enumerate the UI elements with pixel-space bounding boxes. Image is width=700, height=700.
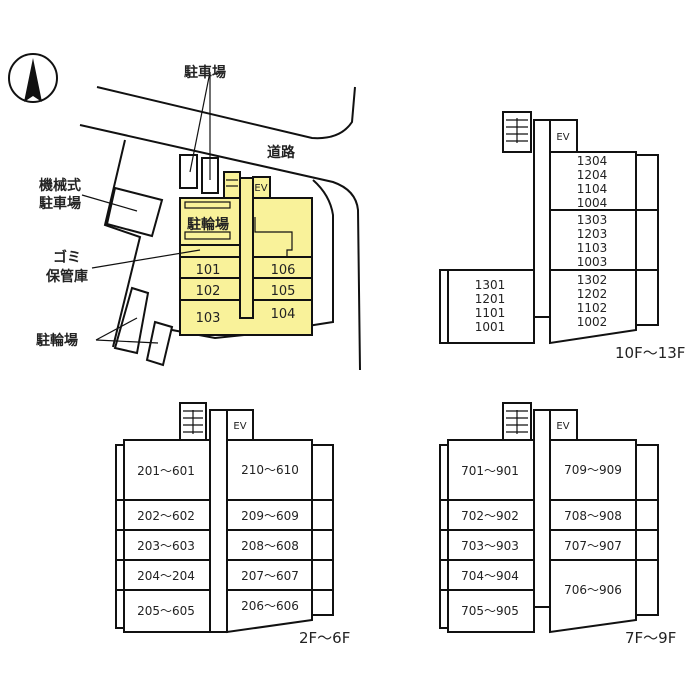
unit-label: 1303 bbox=[577, 213, 608, 227]
site-plan bbox=[79, 71, 361, 371]
label-road: 道路 bbox=[267, 144, 296, 161]
unit-label: 104 bbox=[271, 307, 296, 322]
unit-label: 1004 bbox=[577, 196, 608, 210]
unit-label: 1002 bbox=[577, 315, 608, 329]
label-ev: EV bbox=[233, 421, 246, 432]
bike-rack bbox=[145, 320, 174, 367]
unit-label: 106 bbox=[271, 263, 296, 278]
unit-label: 205～605 bbox=[137, 604, 195, 618]
unit-label: 208～608 bbox=[241, 539, 299, 553]
label-mechanical-parking: 機械式 bbox=[39, 177, 81, 194]
unit-label: 204～204 bbox=[137, 569, 195, 583]
unit-label: 1201 bbox=[475, 292, 506, 306]
corridor bbox=[209, 409, 228, 633]
unit-label: 201～601 bbox=[137, 464, 195, 478]
label-bike-parking: 駐輪場 bbox=[36, 332, 78, 349]
unit-label: 102 bbox=[196, 284, 221, 299]
label-garbage: 保管庫 bbox=[45, 268, 88, 285]
unit-label: 703～903 bbox=[461, 539, 519, 553]
label-parking: 駐車場 bbox=[184, 64, 226, 81]
unit-label: 707～907 bbox=[564, 539, 622, 553]
unit-label: 1301 bbox=[475, 278, 506, 292]
unit-label: 1204 bbox=[577, 168, 608, 182]
floor-label: 7F～9F bbox=[625, 629, 676, 647]
unit-label: 704～904 bbox=[461, 569, 519, 583]
unit-label: 207～607 bbox=[241, 569, 299, 583]
unit-label: 1202 bbox=[577, 287, 608, 301]
unit-label: 103 bbox=[196, 311, 221, 326]
unit-label: 209～609 bbox=[241, 509, 299, 523]
floor-label: 10F～13F bbox=[615, 344, 685, 362]
label-ev: EV bbox=[556, 421, 569, 432]
unit-label: 1001 bbox=[475, 320, 506, 334]
north-arrow-icon bbox=[8, 53, 58, 103]
unit-label: 1101 bbox=[475, 306, 506, 320]
mechanical-parking-box bbox=[105, 186, 164, 238]
stairs bbox=[223, 171, 241, 199]
floor-label: 2F～6F bbox=[299, 629, 350, 647]
unit-label: 706～906 bbox=[564, 583, 622, 597]
unit-label: 708～908 bbox=[564, 509, 622, 523]
unit-label: 709～909 bbox=[564, 463, 622, 477]
unit-label: 1102 bbox=[577, 301, 608, 315]
unit-label: 210～610 bbox=[241, 463, 299, 477]
stairs bbox=[179, 402, 207, 441]
corridor bbox=[533, 409, 551, 608]
unit-label: 1103 bbox=[577, 241, 608, 255]
plan-10f-13f bbox=[439, 111, 659, 345]
parking-space bbox=[179, 154, 198, 189]
unit-label: 701～901 bbox=[461, 464, 519, 478]
plan-2f-6f bbox=[115, 402, 334, 634]
label-ev: EV bbox=[556, 132, 569, 143]
unit-label: 1304 bbox=[577, 154, 608, 168]
label-garbage: ゴミ bbox=[53, 249, 81, 266]
unit-label: 702～902 bbox=[461, 509, 519, 523]
unit-label: 1302 bbox=[577, 273, 608, 287]
unit-label: 206～606 bbox=[241, 599, 299, 613]
unit-label: 1003 bbox=[577, 255, 608, 269]
unit-label: 105 bbox=[271, 284, 296, 299]
unit-label: 1203 bbox=[577, 227, 608, 241]
corridor bbox=[239, 177, 254, 319]
unit-label: 203～603 bbox=[137, 539, 195, 553]
unit-label: 202～602 bbox=[137, 509, 195, 523]
label-mechanical-parking: 駐車場 bbox=[39, 195, 81, 212]
corridor bbox=[533, 119, 551, 318]
plan-7f-9f bbox=[439, 402, 659, 634]
label-ev: EV bbox=[254, 183, 267, 194]
unit-label: 1104 bbox=[577, 182, 608, 196]
label-bike-parking-indoor: 駐輪場 bbox=[187, 216, 229, 233]
unit-label: 101 bbox=[196, 263, 221, 278]
unit-label: 705～905 bbox=[461, 604, 519, 618]
